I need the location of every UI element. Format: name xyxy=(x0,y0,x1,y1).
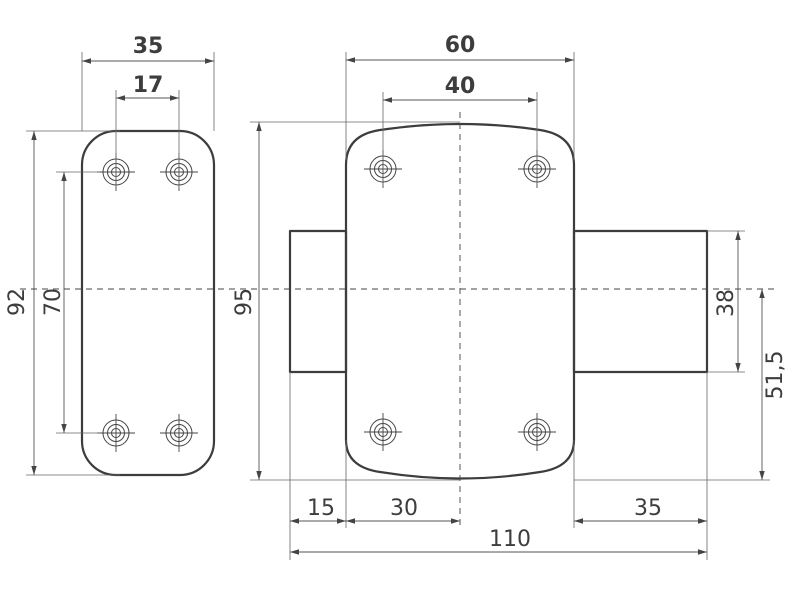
dim-bolt-height: 38 xyxy=(707,230,745,373)
dim-body-hole-spacing-label: 40 xyxy=(445,74,476,99)
dim-plate-hole-vertical: 70 xyxy=(41,171,100,434)
right-bolt xyxy=(572,229,709,374)
dim-plate-width: 35 xyxy=(81,34,215,131)
keeper-hole-bottom-right xyxy=(159,413,199,453)
dim-overall-width: 110 xyxy=(290,527,707,555)
dim-body-hole-spacing: 40 xyxy=(382,74,538,185)
left-bolt xyxy=(288,229,348,374)
keeper-plate-outline xyxy=(80,129,216,477)
body-hole-bottom-left xyxy=(363,412,403,452)
dim-left-bolt-projection-label: 15 xyxy=(307,496,335,521)
dim-plate-hole-vertical-label: 70 xyxy=(41,288,66,316)
dim-body-height-label: 95 xyxy=(232,288,257,316)
dim-left-to-center-label: 30 xyxy=(390,496,418,521)
dim-center-to-bottom: 51,5 xyxy=(574,289,788,481)
lock-body xyxy=(288,122,709,480)
dim-body-width-label: 60 xyxy=(445,33,476,58)
keeper-hole-bottom-left xyxy=(96,413,136,453)
dim-plate-height: 92 xyxy=(5,130,120,476)
dim-plate-height-label: 92 xyxy=(5,288,30,316)
dim-bolt-height-label: 38 xyxy=(714,289,739,317)
dim-center-to-bottom-label: 51,5 xyxy=(763,351,788,400)
dim-plate-hole-spacing-label: 17 xyxy=(133,73,164,98)
dim-plate-hole-spacing: 17 xyxy=(115,73,180,188)
dim-left-to-center: 30 xyxy=(346,496,460,524)
dim-right-bolt-projection-label: 35 xyxy=(634,496,662,521)
dim-overall-width-label: 110 xyxy=(489,527,531,552)
dim-left-bolt-projection: 15 xyxy=(290,496,346,524)
dim-right-bolt-projection: 35 xyxy=(574,496,707,524)
dim-plate-width-label: 35 xyxy=(133,34,164,59)
dim-body-height: 95 xyxy=(232,121,460,481)
dim-body-width: 60 xyxy=(345,33,575,160)
keeper-plate xyxy=(80,129,216,477)
body-hole-bottom-right xyxy=(517,412,557,452)
